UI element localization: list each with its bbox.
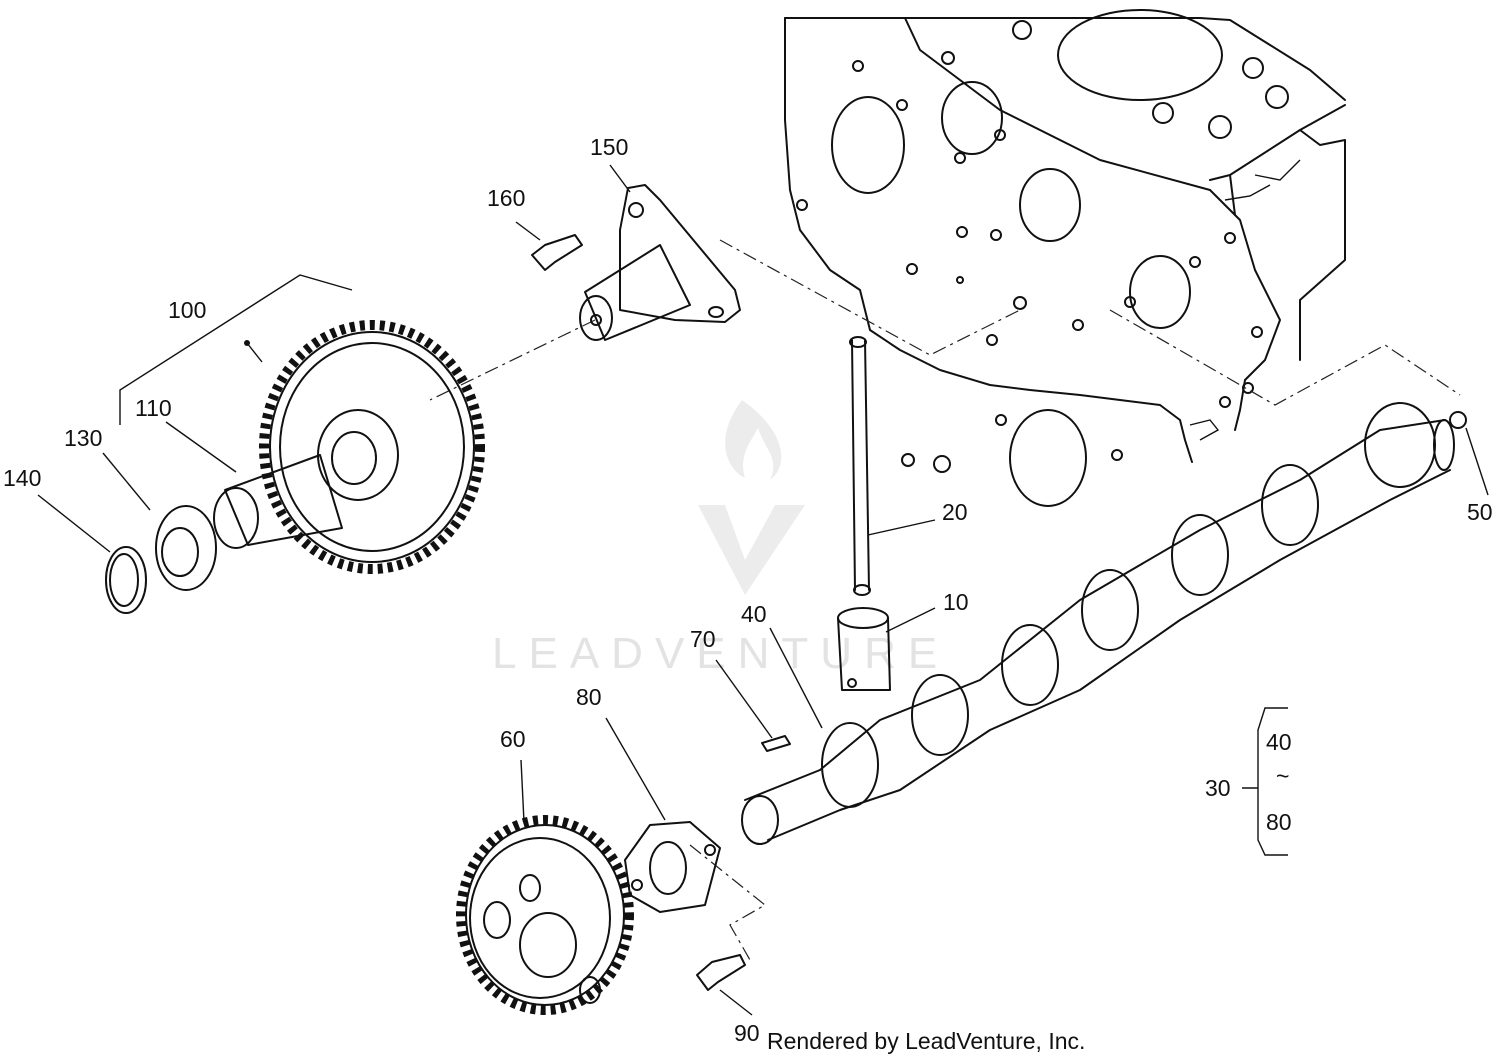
leadventure-watermark: LEADVENTURE — [492, 400, 949, 678]
callout-60: 60 — [500, 726, 526, 752]
callout-range-start-40: 40 — [1266, 729, 1292, 755]
callout-10: 10 — [943, 589, 969, 615]
callout-40: 40 — [741, 601, 767, 627]
callout-50: 50 — [1467, 499, 1493, 525]
callout-range-end-80: 80 — [1266, 809, 1292, 835]
callout-90: 90 — [734, 1020, 760, 1046]
alignment-lines — [429, 239, 1461, 961]
callout-140: 140 — [3, 465, 41, 491]
callout-20: 20 — [942, 499, 968, 525]
idler-gear-shaft — [579, 184, 741, 341]
callout-100: 100 — [168, 297, 206, 323]
feather-key — [761, 735, 791, 752]
engine-block — [784, 9, 1346, 507]
idler-gear — [259, 320, 485, 574]
push-rod — [849, 336, 871, 596]
idler-bushing — [213, 454, 343, 549]
footer-credit: Rendered by LeadVenture, Inc. — [767, 1028, 1085, 1054]
callout-130: 130 — [64, 425, 102, 451]
thrust-washer — [155, 505, 217, 591]
watermark-text: LEADVENTURE — [492, 629, 949, 678]
tappet — [837, 607, 891, 691]
shaft-bolt — [531, 234, 583, 271]
callout-30: 30 — [1205, 775, 1231, 801]
callout-160: 160 — [487, 185, 525, 211]
callout-110: 110 — [135, 395, 172, 421]
leader-lines — [37, 164, 1489, 1016]
callout-70: 70 — [690, 626, 716, 652]
camshaft-stopper — [624, 821, 721, 913]
cam-gear — [456, 815, 634, 1015]
reference-dot — [244, 340, 250, 346]
callout-80: 80 — [576, 684, 602, 710]
callout-150: 150 — [590, 134, 628, 160]
snap-ring — [105, 546, 147, 614]
steel-ball — [1449, 411, 1467, 429]
range-tilde: ~ — [1276, 763, 1289, 789]
stopper-bolt — [696, 954, 746, 991]
camshaft — [741, 402, 1455, 845]
